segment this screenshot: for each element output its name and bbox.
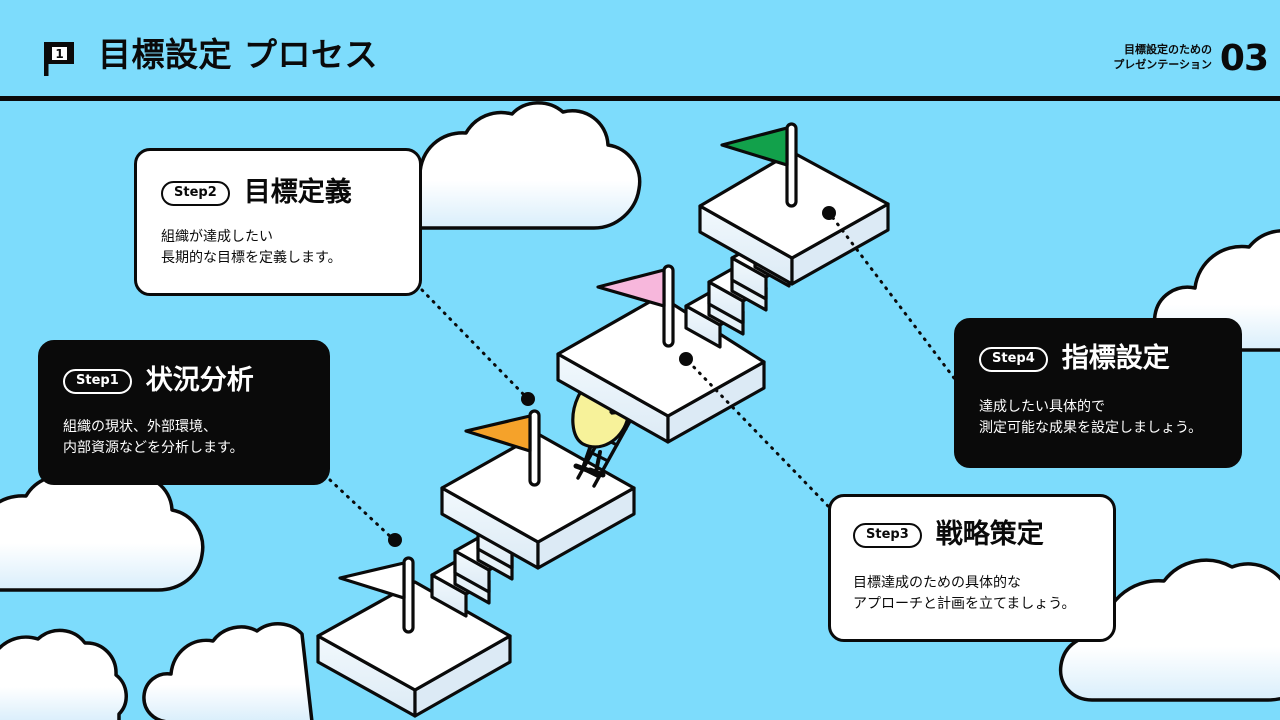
step-body-step2: 組織が達成したい 長期的な目標を定義します。 <box>161 229 342 266</box>
cloud-bottom-center <box>142 622 314 720</box>
connector-dot-step2 <box>521 392 535 406</box>
step-badge-step1: Step1 <box>63 368 132 394</box>
step-title-step4: 指標設定 <box>1061 343 1170 374</box>
flag-platform-4 <box>720 122 798 208</box>
header-subtitle: 目標設定のための プレゼンテーション <box>1113 42 1212 72</box>
step-card-step4[interactable]: Step4 指標設定 達成したい具体的で 測定可能な成果を設定しましょう。 <box>954 318 1242 468</box>
step-card-step3[interactable]: Step3 戦略策定 目標達成のための具体的な アプローチと計画を立てましょう。 <box>828 494 1116 642</box>
connector-dot-step3 <box>679 352 693 366</box>
step-card-header: Step4 指標設定 <box>979 343 1217 375</box>
flag-number-icon: 1 <box>44 42 74 76</box>
step-body-step1: 組織の現状、外部環境、 内部資源などを分析します。 <box>63 419 244 456</box>
step-title-step2: 目標定義 <box>243 177 352 208</box>
header-divider <box>0 96 1280 101</box>
header-subtitle-line2: プレゼンテーション <box>1113 58 1212 71</box>
step-badge-step2: Step2 <box>161 180 230 206</box>
connector-step4 <box>828 212 956 380</box>
slide-header: 1 目標設定 プロセス 目標設定のための プレゼンテーション 03 <box>0 0 1280 102</box>
flag-platform-3 <box>596 264 675 348</box>
step-card-header: Step3 戦略策定 <box>853 519 1091 551</box>
page-title: 目標設定 プロセス <box>98 35 378 74</box>
step-title-step3: 戦略策定 <box>935 519 1044 550</box>
platform-2 <box>440 432 636 570</box>
step-card-header: Step1 状況分析 <box>63 365 305 397</box>
step-badge-step3: Step3 <box>853 522 922 548</box>
cloud-bottom-left-small <box>0 628 128 720</box>
cloud-bottom-right <box>1058 558 1280 702</box>
step-title-step1: 状況分析 <box>145 365 254 396</box>
connector-dot-step1 <box>388 533 402 547</box>
step-card-header: Step2 目標定義 <box>161 177 395 209</box>
page-number: 03 <box>1219 38 1269 79</box>
connector-dot-step4 <box>822 206 836 220</box>
flag-platform-2 <box>464 409 541 487</box>
step-card-step2[interactable]: Step2 目標定義 組織が達成したい 長期的な目標を定義します。 <box>134 148 422 296</box>
connector-step2 <box>420 288 529 400</box>
step-badge-step4: Step4 <box>979 346 1048 372</box>
connector-step1 <box>328 478 396 542</box>
step-body-step4: 達成したい具体的で 測定可能な成果を設定しましょう。 <box>979 399 1203 436</box>
step-body-step3: 目標達成のための具体的な アプローチと計画を立てましょう。 <box>853 575 1076 612</box>
flag-platform-1 <box>338 556 415 634</box>
step-card-step1[interactable]: Step1 状況分析 組織の現状、外部環境、 内部資源などを分析します。 <box>38 340 330 485</box>
header-subtitle-line1: 目標設定のための <box>1124 43 1212 56</box>
flag-icon-number: 1 <box>55 47 63 61</box>
connector-step3 <box>685 358 830 508</box>
